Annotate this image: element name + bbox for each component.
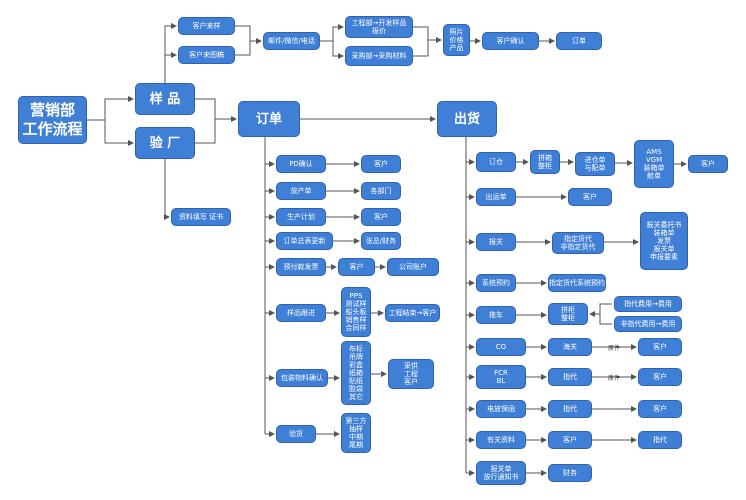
system-booking-node: 系统预约 [476,274,516,292]
sample-node: 样 品 [135,83,195,115]
sample-types-node: PPS 测试样 船头板 销售样 合同样 [341,287,371,337]
booking-customer-node: 客户 [688,155,728,173]
shipping-sheet-node: 出运单 [476,188,516,206]
connector [164,23,177,83]
plan-customer-node: 客户 [361,208,401,226]
warehouse-entry-node: 进仓单 与配单 [575,152,615,176]
customer-drawing-node: 客户来图稿 [178,46,235,64]
telex-customer-node: 客户 [638,400,682,418]
docs-certificate-node: 资料填写 证书 [171,208,231,226]
company-account-node: 公司账户 [387,258,439,276]
engineering-node: 工程部→开发样品 报价 [345,16,413,38]
prepay-invoice-node: 预付款发票 [276,258,326,276]
trucking-node: 拖车 [476,306,516,324]
connector [332,41,344,59]
invoice-customer-node: 客户 [338,258,375,276]
release-notice-node: 报关单 放行通知书 [476,461,526,485]
inspection-types-node: 第三方 抽样 中期 尾期 [341,413,371,453]
co-customs-node: 海关 [548,338,592,356]
factory-audit-node: 验 厂 [135,127,195,159]
purchasing-node: 采购部→采购材料 [345,46,413,66]
release-order-node: 放产单 [276,182,326,200]
co-node: CO [476,338,526,356]
order-node: 订单 [238,101,300,137]
telex-guarantee-node: 电放保函 [476,400,526,418]
co-original-label: 原件 [608,345,621,352]
customer-confirm-node: 客户确认 [482,32,539,50]
connector [320,24,344,42]
fcr-original-label: 原件 [608,375,621,382]
notice-finance-node: 财务 [548,464,592,482]
pd-customer-node: 客户 [361,155,401,173]
fcr-customer-node: 客户 [638,368,682,386]
booking-docs-node: AMS VGM 装箱单 舱单 [634,140,674,188]
packaging-items-node: 布标 吊牌 彩盒 纸箱 贴纸 胶袋 其它 [341,341,371,405]
release-departments-node: 各部门 [361,182,401,200]
customs-forwarder-node: 指定货代 非指定货代 [552,232,604,254]
co-customer-node: 客户 [638,338,682,356]
channels-node: 邮件/微信/电话 [263,32,320,50]
customs-docs-node: 报关委托书 装箱单 发票 报关单 申报要素 [640,212,688,270]
related-docs-node: 有关资料 [476,431,526,449]
packaging-confirm-node: 包装物料确认 [276,369,328,387]
booking-lcl-fcl-node: 拼箱 整柜 [530,150,560,174]
title-node: 营销部 工作流程 [18,96,87,144]
customer-sample-node: 客户来样 [178,17,235,35]
order-top-node: 订单 [556,32,602,50]
related-customer-node: 客户 [548,431,592,449]
telex-forwarder-node: 指代 [548,400,592,418]
non-designated-fee-node: 非指代费用→费用 [614,316,682,332]
customs-node: 报关 [476,233,516,251]
fcr-forwarder-node: 指代 [548,368,592,386]
engineering-done-node: 工程结束→客户 [385,304,440,322]
designated-fee-node: 指代费用→费用 [614,296,682,312]
connector [235,25,251,56]
connector [413,26,429,57]
production-plan-node: 生产计划 [276,208,326,226]
related-forwarder-node: 指代 [638,431,682,449]
trucking-type-node: 拼柜 整柜 [548,303,588,325]
connector [104,120,134,146]
fcr-bl-node: FCR BL [476,365,526,389]
connector [164,159,170,220]
packaging-parties-node: 采供 工程 客户 [388,359,434,389]
inspection-node: 验货 [276,425,316,443]
sample-followup-node: 样品跟进 [276,304,326,322]
connector [599,303,612,325]
pd-confirm-node: PD确认 [276,155,326,173]
shipping-sheet-customer-node: 客户 [568,188,612,206]
shipping-node: 出货 [437,101,497,137]
booking-node: 订仓 [476,152,516,172]
update-finance-node: 张总/财务 [361,232,401,250]
photos-price-node: 照片 价格 产品 [443,24,470,56]
order-update-node: 订单总表更新 [276,232,333,250]
connector [195,98,216,144]
connector [87,96,134,121]
system-forwarder-node: 指定货代系统预约 [548,274,606,292]
